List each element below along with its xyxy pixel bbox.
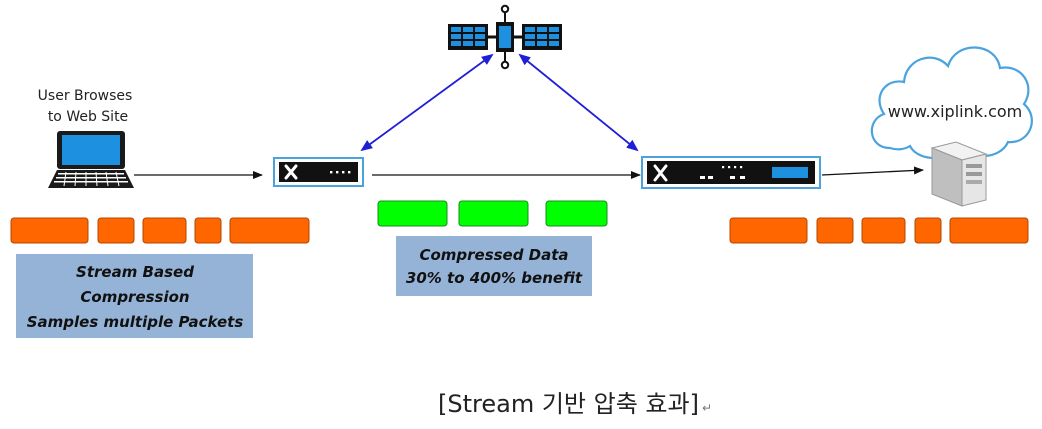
- laptop-icon: [48, 131, 134, 188]
- packet: [816, 217, 854, 244]
- caption-text: [Stream 기반 압축 효과]: [438, 390, 699, 418]
- packet: [377, 200, 448, 227]
- satellite-link-left: [360, 53, 494, 152]
- orange-packets-left: [10, 217, 310, 244]
- info-box-stream: [16, 254, 253, 338]
- packet: [545, 200, 608, 227]
- user-label-line1: User Browses: [38, 88, 133, 104]
- orange-packets-right: [729, 217, 1029, 244]
- satellite-link-right: [518, 53, 639, 152]
- info-box-compressed-line1: Compressed Data: [419, 246, 568, 264]
- server-icon: [930, 141, 988, 207]
- user-label-line2: to Web Site: [48, 109, 128, 125]
- packet: [194, 217, 222, 244]
- satellite-icon: [448, 4, 562, 70]
- packet: [97, 217, 135, 244]
- info-box-stream-line2: Compression: [80, 288, 189, 306]
- green-packets: [377, 200, 608, 227]
- arrow-router-to-server: [821, 166, 924, 176]
- info-box-stream-line3: Samples multiple Packets: [27, 313, 244, 331]
- packet: [458, 200, 529, 227]
- info-box-compressed-line2: 30% to 400% benefit: [406, 269, 583, 287]
- packet: [10, 217, 89, 244]
- packet: [861, 217, 906, 244]
- info-box-compressed: [396, 236, 592, 296]
- router-large-icon: [641, 156, 821, 189]
- paragraph-mark-icon: ↵: [701, 401, 712, 415]
- info-box-stream-line1: Stream Based: [76, 263, 194, 281]
- packet: [229, 217, 310, 244]
- packet: [914, 217, 942, 244]
- packet: [142, 217, 187, 244]
- cloud-label: www.xiplink.com: [888, 102, 1023, 121]
- packet: [949, 217, 1029, 244]
- figure-caption: [Stream 기반 압축 효과]↵: [438, 384, 712, 419]
- router-small-icon: [273, 157, 364, 187]
- packet: [729, 217, 808, 244]
